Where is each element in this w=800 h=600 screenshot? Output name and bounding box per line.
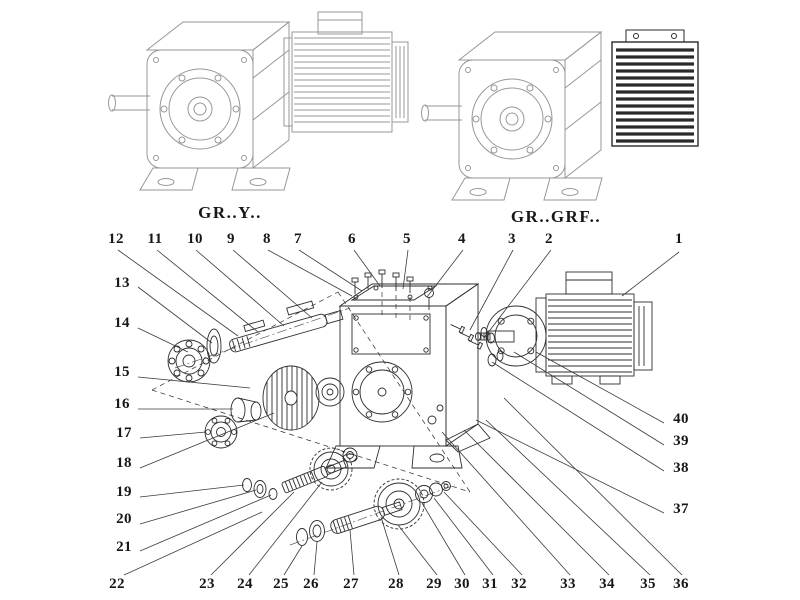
callout-14: 14 xyxy=(114,315,130,331)
callout-16: 16 xyxy=(114,396,130,412)
washer-stack xyxy=(242,478,278,500)
callout-10: 10 xyxy=(187,231,203,247)
input-shaft-assembly xyxy=(167,300,344,383)
callout-11: 11 xyxy=(147,231,163,247)
callout-7: 7 xyxy=(294,231,302,247)
callout-38: 38 xyxy=(673,460,689,476)
callout-28: 28 xyxy=(388,576,404,592)
callout-3: 3 xyxy=(508,231,516,247)
callout-21: 21 xyxy=(116,539,132,555)
big-gear xyxy=(262,365,320,431)
callout-15: 15 xyxy=(114,364,130,380)
exploded-view xyxy=(151,269,653,546)
callout-40: 40 xyxy=(673,411,689,427)
axis-lines xyxy=(174,307,456,546)
callout-24: 24 xyxy=(237,576,253,592)
callout-31: 31 xyxy=(482,576,498,592)
callout-20: 20 xyxy=(116,511,132,527)
callout-27: 27 xyxy=(343,576,359,592)
callout-37: 37 xyxy=(673,501,689,517)
small-bearing-ring xyxy=(315,377,345,407)
exploded-motor xyxy=(475,271,653,385)
flange-bolts xyxy=(450,324,504,367)
callout-25: 25 xyxy=(273,576,289,592)
callout-8: 8 xyxy=(263,231,271,247)
callout-17: 17 xyxy=(116,425,132,441)
callout-6: 6 xyxy=(348,231,356,247)
callout-23: 23 xyxy=(199,576,215,592)
callout-19: 19 xyxy=(116,484,132,500)
callout-13: 13 xyxy=(114,275,130,291)
output-shaft-assembly xyxy=(296,478,451,546)
callout-29: 29 xyxy=(426,576,442,592)
callout-32: 32 xyxy=(511,576,527,592)
callout-33: 33 xyxy=(560,576,576,592)
callout-4: 4 xyxy=(458,231,466,247)
bearing-17 xyxy=(204,415,238,449)
variant-label-left: GR..Y.. xyxy=(198,203,262,222)
exploded-housing xyxy=(325,283,491,469)
callout-34: 34 xyxy=(599,576,615,592)
callout-2: 2 xyxy=(545,231,553,247)
cover-sleeve xyxy=(230,397,262,423)
callout-30: 30 xyxy=(454,576,470,592)
grf-fin-cover xyxy=(611,29,699,147)
callout-18: 18 xyxy=(116,455,132,471)
leader-lines xyxy=(117,249,683,576)
callout-26: 26 xyxy=(303,576,319,592)
assembled-view-gr-grf xyxy=(421,29,699,201)
callout-5: 5 xyxy=(403,231,411,247)
callout-22: 22 xyxy=(109,576,125,592)
callout-39: 39 xyxy=(673,433,689,449)
assembled-view-gr-y xyxy=(108,11,409,191)
callout-1: 1 xyxy=(675,231,683,247)
callout-12: 12 xyxy=(108,231,124,247)
callout-9: 9 xyxy=(227,231,235,247)
callout-35: 35 xyxy=(640,576,656,592)
top-bolts xyxy=(351,269,434,310)
variant-label-right: GR..GRF.. xyxy=(510,207,602,226)
callout-36: 36 xyxy=(673,576,689,592)
intermediate-shaft xyxy=(281,447,358,494)
